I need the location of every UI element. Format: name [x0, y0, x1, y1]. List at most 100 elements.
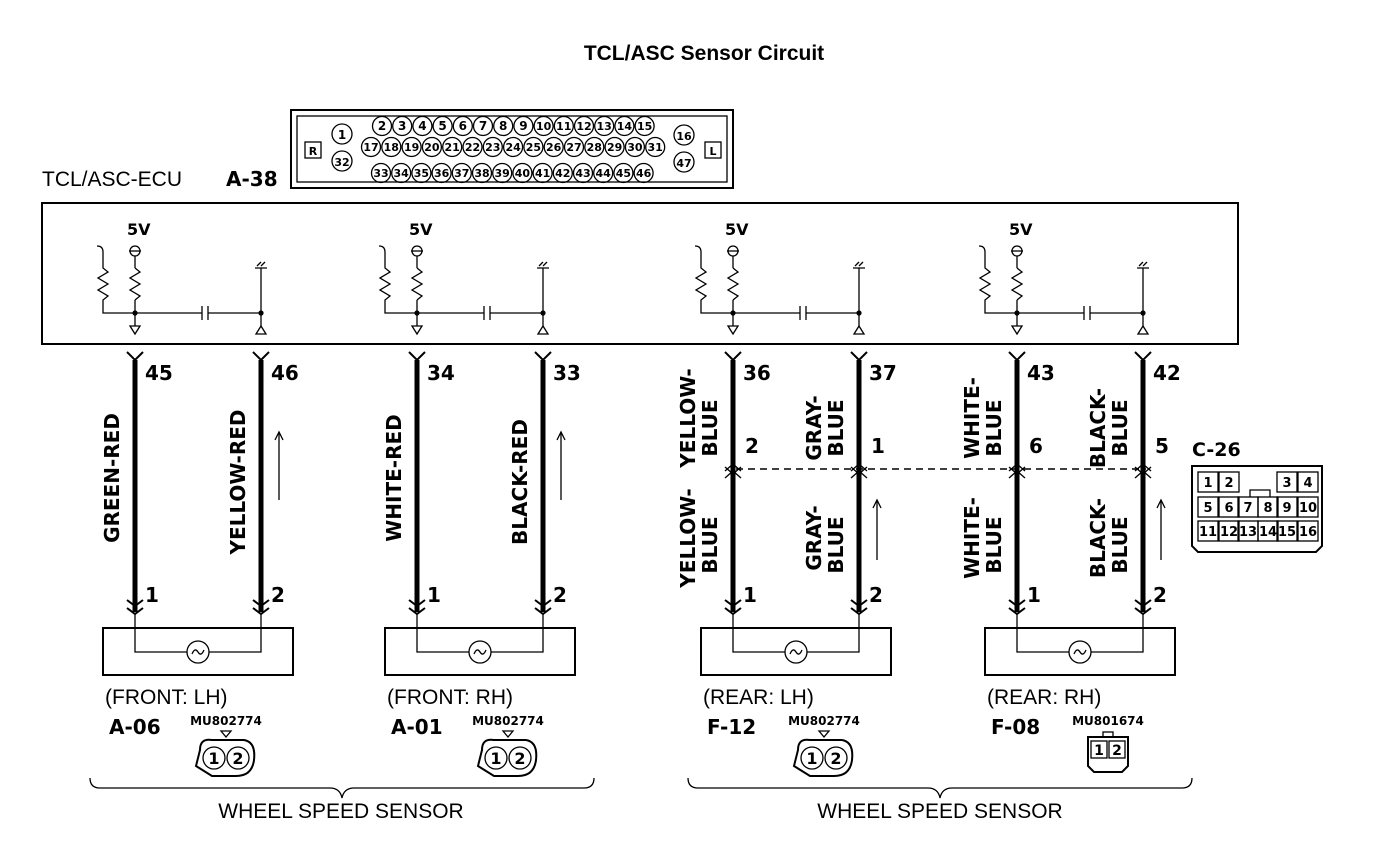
- sensor-connector-pin: 2: [1112, 743, 1122, 759]
- ecu-pin-label: 10: [536, 120, 552, 133]
- ecu-pin-label: 46: [636, 167, 652, 180]
- ecu-pin-row2-circle: [401, 136, 422, 158]
- ecu-channel-circuit: 5V: [694, 220, 866, 336]
- wire-color-b-top: BLUE: [1108, 399, 1132, 456]
- junction-pin-cell: [1297, 471, 1319, 493]
- ecu-side-l: L: [709, 145, 716, 158]
- ecu-pin-row1-circle: [392, 115, 413, 137]
- wire-color-b-top: BLACK-: [1086, 388, 1110, 468]
- junction-pin-cell: [1218, 471, 1240, 493]
- ecu-pin-label: 44: [596, 167, 612, 180]
- junction-pin-label: 12: [1220, 525, 1238, 540]
- sensor-connector-label: A-06: [109, 715, 161, 739]
- ecu-pin-row1-circle: [513, 115, 534, 137]
- junction-pin-label: 14: [1259, 525, 1277, 540]
- ecu-pin-label: 17: [363, 141, 378, 154]
- ecu-terminal-marker: [126, 351, 144, 362]
- ground-symbol: [1137, 261, 1149, 269]
- junction-pin-label: 5: [1203, 501, 1212, 516]
- ecu-pin-row1-circle: [614, 115, 635, 137]
- sensor-connector-face: [194, 738, 256, 777]
- ecu-pin-label: 43: [575, 167, 590, 180]
- junction-pin-b: 5: [1155, 434, 1169, 458]
- ecu-pin-row1-circle: [493, 115, 514, 137]
- ecu-wire-pin-b: 46: [271, 361, 299, 385]
- ecu-pin-row1-circle: [553, 115, 574, 137]
- ecu-pin-1: 1: [338, 128, 346, 142]
- junction-pin-cell: [1276, 496, 1298, 518]
- ecu-pin-label: 45: [616, 167, 631, 180]
- supply-5v-label: 5V: [725, 220, 749, 239]
- ecu-pin-row1-circle: [452, 115, 473, 137]
- sensor-part-number: MU802774: [472, 714, 544, 728]
- wire-color-a-top: YELLOW-: [676, 368, 700, 468]
- junction-pin-cell: [1297, 520, 1319, 542]
- ecu-pin-row3-circle: [370, 162, 392, 184]
- ecu-pin-32: 32: [334, 156, 349, 169]
- ecu-pin-row3-circle: [431, 162, 452, 184]
- junction-pin-cell: [1276, 471, 1298, 493]
- ecu-pin-label: 35: [414, 167, 429, 180]
- ecu-pin-row1-circle: [573, 115, 595, 137]
- ecu-pin-row1-circle: [634, 115, 655, 137]
- ecu-pin-row3-circle: [552, 162, 573, 184]
- pullup-resistor: [726, 267, 740, 301]
- junction-pin-cell: [1257, 496, 1279, 518]
- ecu-pin-row1-circle: [432, 115, 453, 137]
- wire-color-a-top: BLUE: [698, 399, 722, 456]
- ecu-pin-label: 24: [505, 141, 521, 154]
- ecu-channel-circuit: 5V: [96, 220, 268, 336]
- sensor-position-label: (REAR: LH): [703, 686, 814, 709]
- ecu-pin-row3-circle: [572, 162, 594, 184]
- ecu-pin-row1-circle: [412, 115, 433, 137]
- ecu-terminal-marker: [534, 351, 552, 362]
- wire-color-a: GREEN-RED: [100, 413, 124, 543]
- junction-pin-label: 7: [1243, 501, 1252, 516]
- ecu-pin-row2-circle: [502, 136, 524, 158]
- sensor-connector-pin: 2: [830, 749, 841, 768]
- input-triangle: [536, 324, 550, 335]
- ecu-pin-label: 29: [607, 141, 622, 154]
- ecu-pin-label: 21: [445, 141, 460, 154]
- rear-sensor-group-label: WHEEL SPEED SENSOR: [817, 800, 1062, 823]
- junction-pin-label: 4: [1303, 476, 1312, 491]
- diagram-title: TCL/ASC Sensor Circuit: [584, 42, 824, 65]
- junction-pin-label: 6: [1224, 501, 1233, 516]
- sensor-pin-b: 2: [553, 583, 567, 607]
- ecu-pin-row2-circle: [360, 136, 382, 158]
- ecu-pin-label: 13: [597, 120, 612, 133]
- sensor-connector-pin: 2: [232, 749, 243, 768]
- input-triangle: [726, 325, 740, 336]
- junction-pin-label: 9: [1282, 501, 1291, 516]
- ecu-terminal-marker: [724, 351, 742, 362]
- ecu-pin-label: 25: [526, 141, 541, 154]
- junction-pin-label: 13: [1239, 525, 1257, 540]
- sensor-connector-pin: 1: [1094, 743, 1104, 759]
- ecu-pin-row3-circle: [471, 162, 493, 184]
- sensor-connector-pin: 1: [490, 749, 501, 768]
- ecu-pin-row2-circle: [624, 136, 646, 158]
- junction-pin-cell: [1197, 520, 1219, 542]
- ecu-pin-row3-circle: [451, 162, 472, 184]
- ecu-pin-row2-circle: [523, 136, 544, 158]
- wire-color-b: YELLOW-RED: [226, 409, 250, 555]
- ground-symbol: [255, 261, 267, 269]
- ac-generator-icon: [186, 640, 210, 664]
- ecu-pin-row2-circle: [584, 136, 605, 158]
- ecu-pin-label: 39: [495, 167, 510, 180]
- ecu-box: [41, 202, 1239, 345]
- junction-pin-cell: [1276, 520, 1298, 542]
- ecu-pin-row3-circle: [492, 162, 513, 184]
- junction-pin-cell: [1197, 496, 1219, 518]
- supply-5v-label: 5V: [409, 220, 433, 239]
- ecu-pin-label: 40: [515, 167, 531, 180]
- ecu-terminal-marker: [850, 351, 868, 362]
- ecu-pin-label: 42: [555, 167, 570, 180]
- sensor-pin-b: 2: [271, 583, 285, 607]
- ecu-pin-label: 19: [404, 141, 419, 154]
- bias-resistor: [96, 245, 135, 314]
- junction-pin-label: 10: [1299, 501, 1317, 516]
- ecu-pin-label: 12: [576, 120, 591, 133]
